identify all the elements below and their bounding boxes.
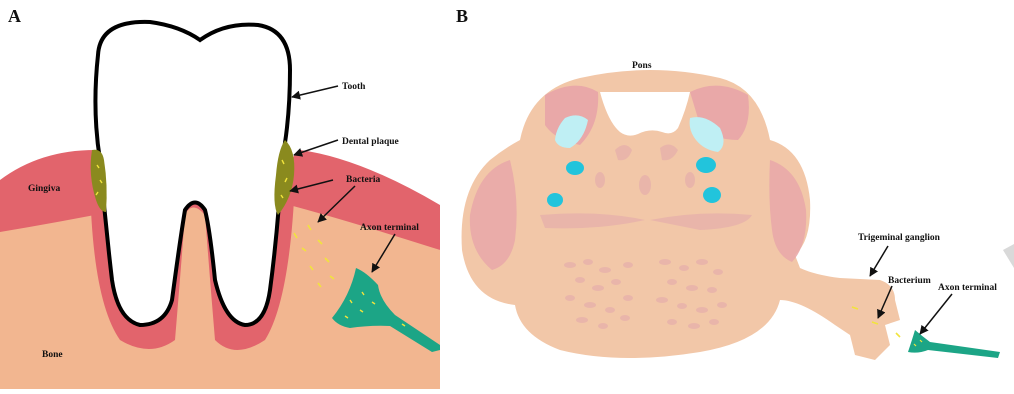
label-bacteria: Bacteria <box>346 175 381 185</box>
label-axon-terminal-a: Axon terminal <box>360 223 419 233</box>
nucleus-cyan-left-2 <box>547 193 563 207</box>
arrow-tooth <box>292 86 338 97</box>
label-bone: Bone <box>42 350 63 360</box>
nucleus-cyan-left-1 <box>566 161 584 175</box>
arrow-trigeminal-ganglion <box>870 246 888 276</box>
axon-terminal-b <box>908 330 1000 358</box>
arrow-axon-terminal-b <box>920 294 952 334</box>
label-trigeminal-ganglion: Trigeminal ganglion <box>858 233 941 243</box>
label-pons: Pons <box>632 61 652 71</box>
label-gingiva: Gingiva <box>28 184 60 194</box>
label-tooth: Tooth <box>342 82 366 92</box>
panel-b-letter: B <box>456 6 468 26</box>
arrow-dental-plaque <box>294 140 338 155</box>
nucleus-cyan-right-1 <box>696 157 716 173</box>
label-bacterium: Bacterium <box>888 276 931 286</box>
label-axon-terminal-b: Axon terminal <box>938 283 997 293</box>
label-dental-plaque: Dental plaque <box>342 137 399 147</box>
panel-b <box>462 70 1014 360</box>
edge-decoration <box>1003 244 1014 268</box>
panel-a <box>0 22 440 389</box>
panel-a-letter: A <box>8 6 21 26</box>
nucleus-cyan-right-2 <box>703 187 721 203</box>
